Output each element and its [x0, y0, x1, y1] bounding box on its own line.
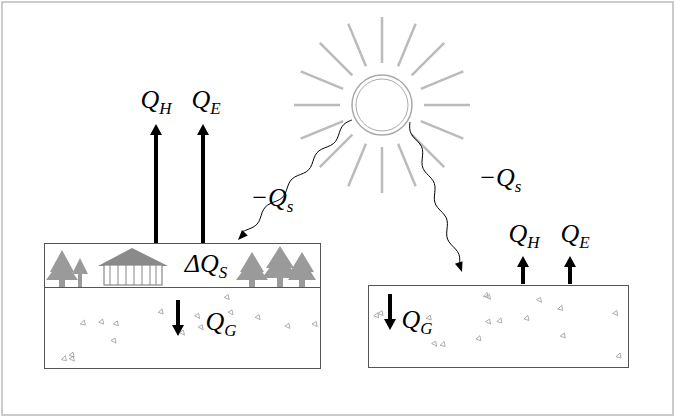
sun-ray	[398, 144, 416, 186]
arrow-head	[150, 124, 162, 135]
stone	[483, 292, 488, 297]
flux-symbol: QE	[560, 219, 589, 248]
label-holder: QH	[140, 87, 171, 117]
flux-symbol: −Qs	[251, 183, 294, 212]
sun-disc	[352, 75, 412, 135]
stone	[158, 309, 163, 314]
sun-ray	[421, 71, 463, 89]
flux-arrow	[176, 300, 180, 328]
sun-ray	[381, 17, 384, 63]
sun-ray	[348, 24, 366, 66]
ground-block: QG	[368, 285, 629, 368]
stone	[374, 313, 379, 318]
sun-disc-inner	[356, 79, 408, 131]
arrow-head	[517, 256, 529, 267]
radiation-wave	[410, 122, 460, 264]
sun-ray	[294, 104, 340, 107]
stone	[195, 313, 200, 318]
stone	[524, 315, 529, 320]
label-holder: −Qs	[251, 185, 294, 215]
surface-layer: ΔQS	[44, 243, 321, 288]
flux-arrow	[201, 132, 205, 243]
stone	[69, 356, 74, 361]
arrow-head	[197, 124, 209, 135]
stone	[497, 318, 502, 323]
stone	[228, 310, 233, 315]
flux-arrows	[150, 124, 576, 336]
arrow-head	[172, 325, 184, 336]
flux-symbol: QH	[140, 85, 171, 114]
arrow-head	[455, 261, 463, 272]
arrow-head	[238, 230, 248, 240]
stone	[558, 305, 563, 310]
radiation-wave	[243, 120, 352, 232]
flux-symbol: QH	[508, 219, 539, 248]
stone	[113, 321, 118, 326]
label-holder: QE	[560, 221, 589, 251]
stone	[537, 297, 542, 302]
ground-block: QG	[44, 287, 321, 369]
stone	[432, 341, 437, 346]
stone	[224, 295, 229, 300]
stone	[111, 338, 116, 343]
flux-symbol: QG	[401, 307, 432, 337]
stone	[378, 311, 383, 316]
house	[98, 248, 168, 285]
sun-rays	[294, 17, 470, 193]
flux-arrow	[388, 294, 392, 322]
flux-symbol: −Qs	[479, 163, 522, 192]
label-holder: QE	[191, 87, 220, 117]
flux-symbol: QG	[205, 309, 236, 339]
sun-ray	[381, 147, 384, 193]
radiation-arrows	[238, 120, 463, 272]
stone	[440, 341, 445, 346]
stone	[613, 311, 618, 316]
stone	[560, 333, 565, 338]
sun-ray	[320, 135, 353, 168]
stone	[99, 319, 104, 324]
flux-arrow	[154, 132, 158, 243]
stone	[80, 320, 85, 325]
sun-ray	[348, 144, 366, 186]
arrow-head	[384, 319, 396, 330]
trees-left	[46, 250, 88, 287]
stone	[616, 353, 621, 358]
flux-symbol: ΔQS	[185, 251, 228, 281]
soil-stones	[61, 292, 621, 361]
stone	[255, 315, 260, 320]
sun-ray	[320, 43, 353, 76]
sun-ray	[301, 121, 343, 139]
sun-ray	[412, 43, 445, 76]
arrow-head	[564, 256, 576, 267]
label-holder: QH	[508, 221, 539, 251]
stone	[476, 336, 481, 341]
sun-ray	[424, 104, 470, 107]
stone	[285, 323, 290, 328]
trees-right	[236, 246, 316, 287]
flux-symbol: QE	[191, 85, 220, 114]
stone	[198, 325, 203, 330]
label-holder: −Qs	[479, 165, 522, 195]
stone	[312, 322, 317, 327]
stone	[486, 319, 491, 324]
sun-ray	[301, 71, 343, 89]
sun-ray	[421, 121, 463, 139]
stone	[61, 356, 66, 361]
sun-ray	[398, 24, 416, 66]
